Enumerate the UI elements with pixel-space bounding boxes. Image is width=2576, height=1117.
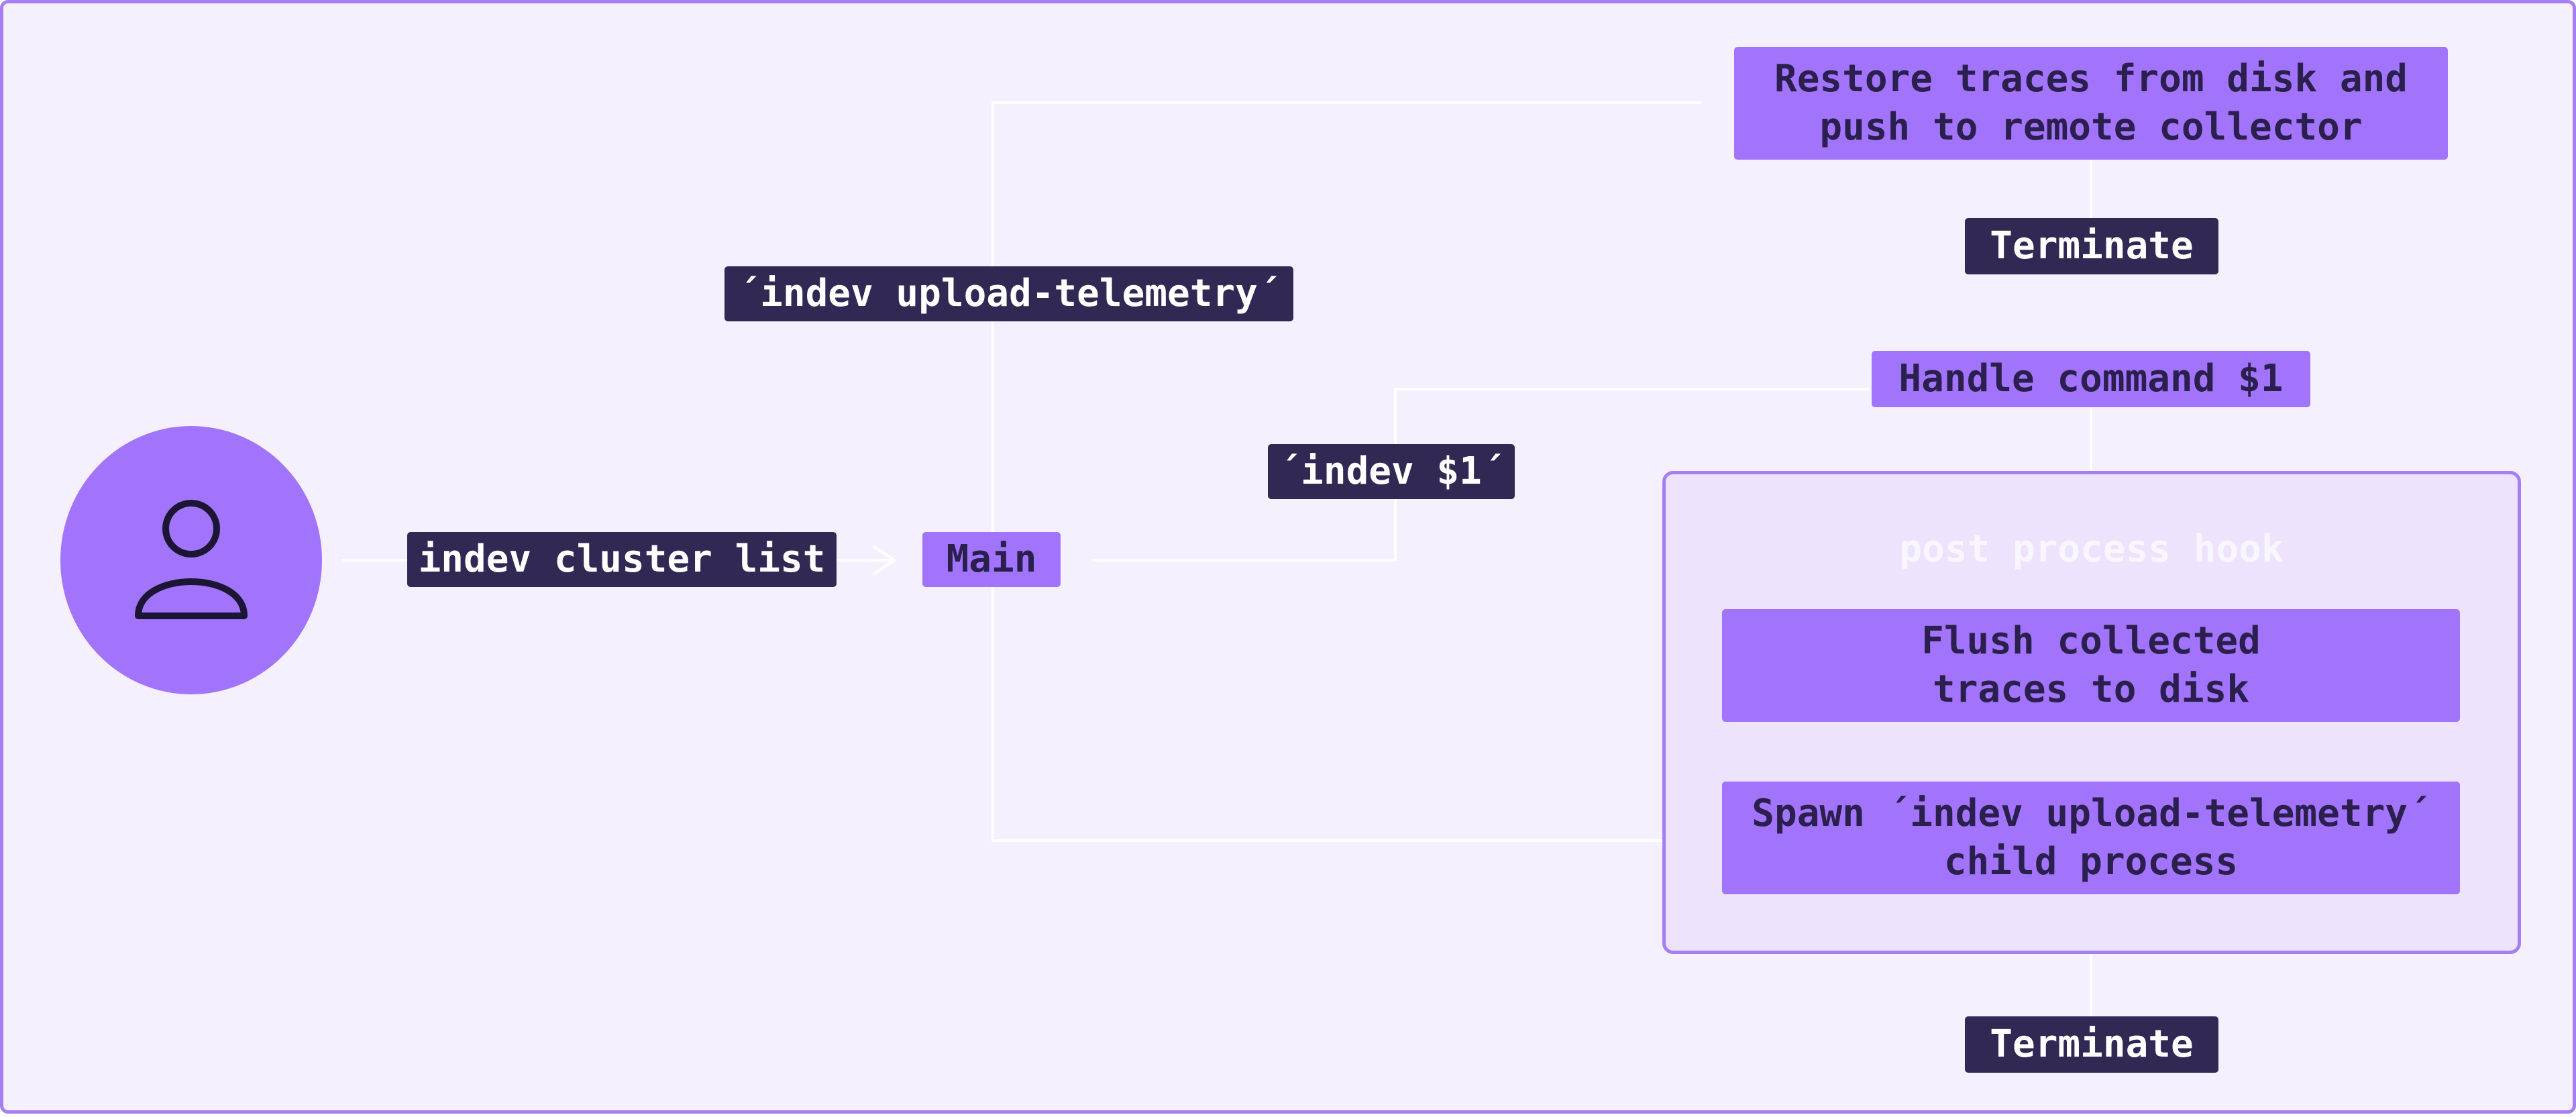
user-icon	[135, 500, 248, 619]
terminate-top-node: Terminate	[1965, 218, 2218, 274]
user-avatar	[60, 426, 322, 694]
flush-traces-node: Flush collected traces to disk	[1722, 609, 2460, 722]
post-process-hook-title: post process hook	[1899, 527, 2284, 571]
command-cluster-list-label: indev cluster list	[407, 532, 837, 587]
command-dollar-one-label: ´indev $1´	[1268, 444, 1515, 499]
arrowhead-main	[873, 545, 896, 575]
spawn-child-process-node: Spawn ´indev upload-telemetry´ child pro…	[1722, 782, 2460, 894]
connector-spawn-to-restore	[991, 101, 1702, 842]
handle-command-node: Handle command $1	[1872, 351, 2310, 407]
main-node: Main	[922, 532, 1061, 587]
restore-traces-node: Restore traces from disk and push to rem…	[1734, 47, 2448, 160]
command-upload-telemetry-label: ´indev upload-telemetry´	[724, 266, 1293, 321]
terminate-bottom-node: Terminate	[1965, 1016, 2218, 1073]
